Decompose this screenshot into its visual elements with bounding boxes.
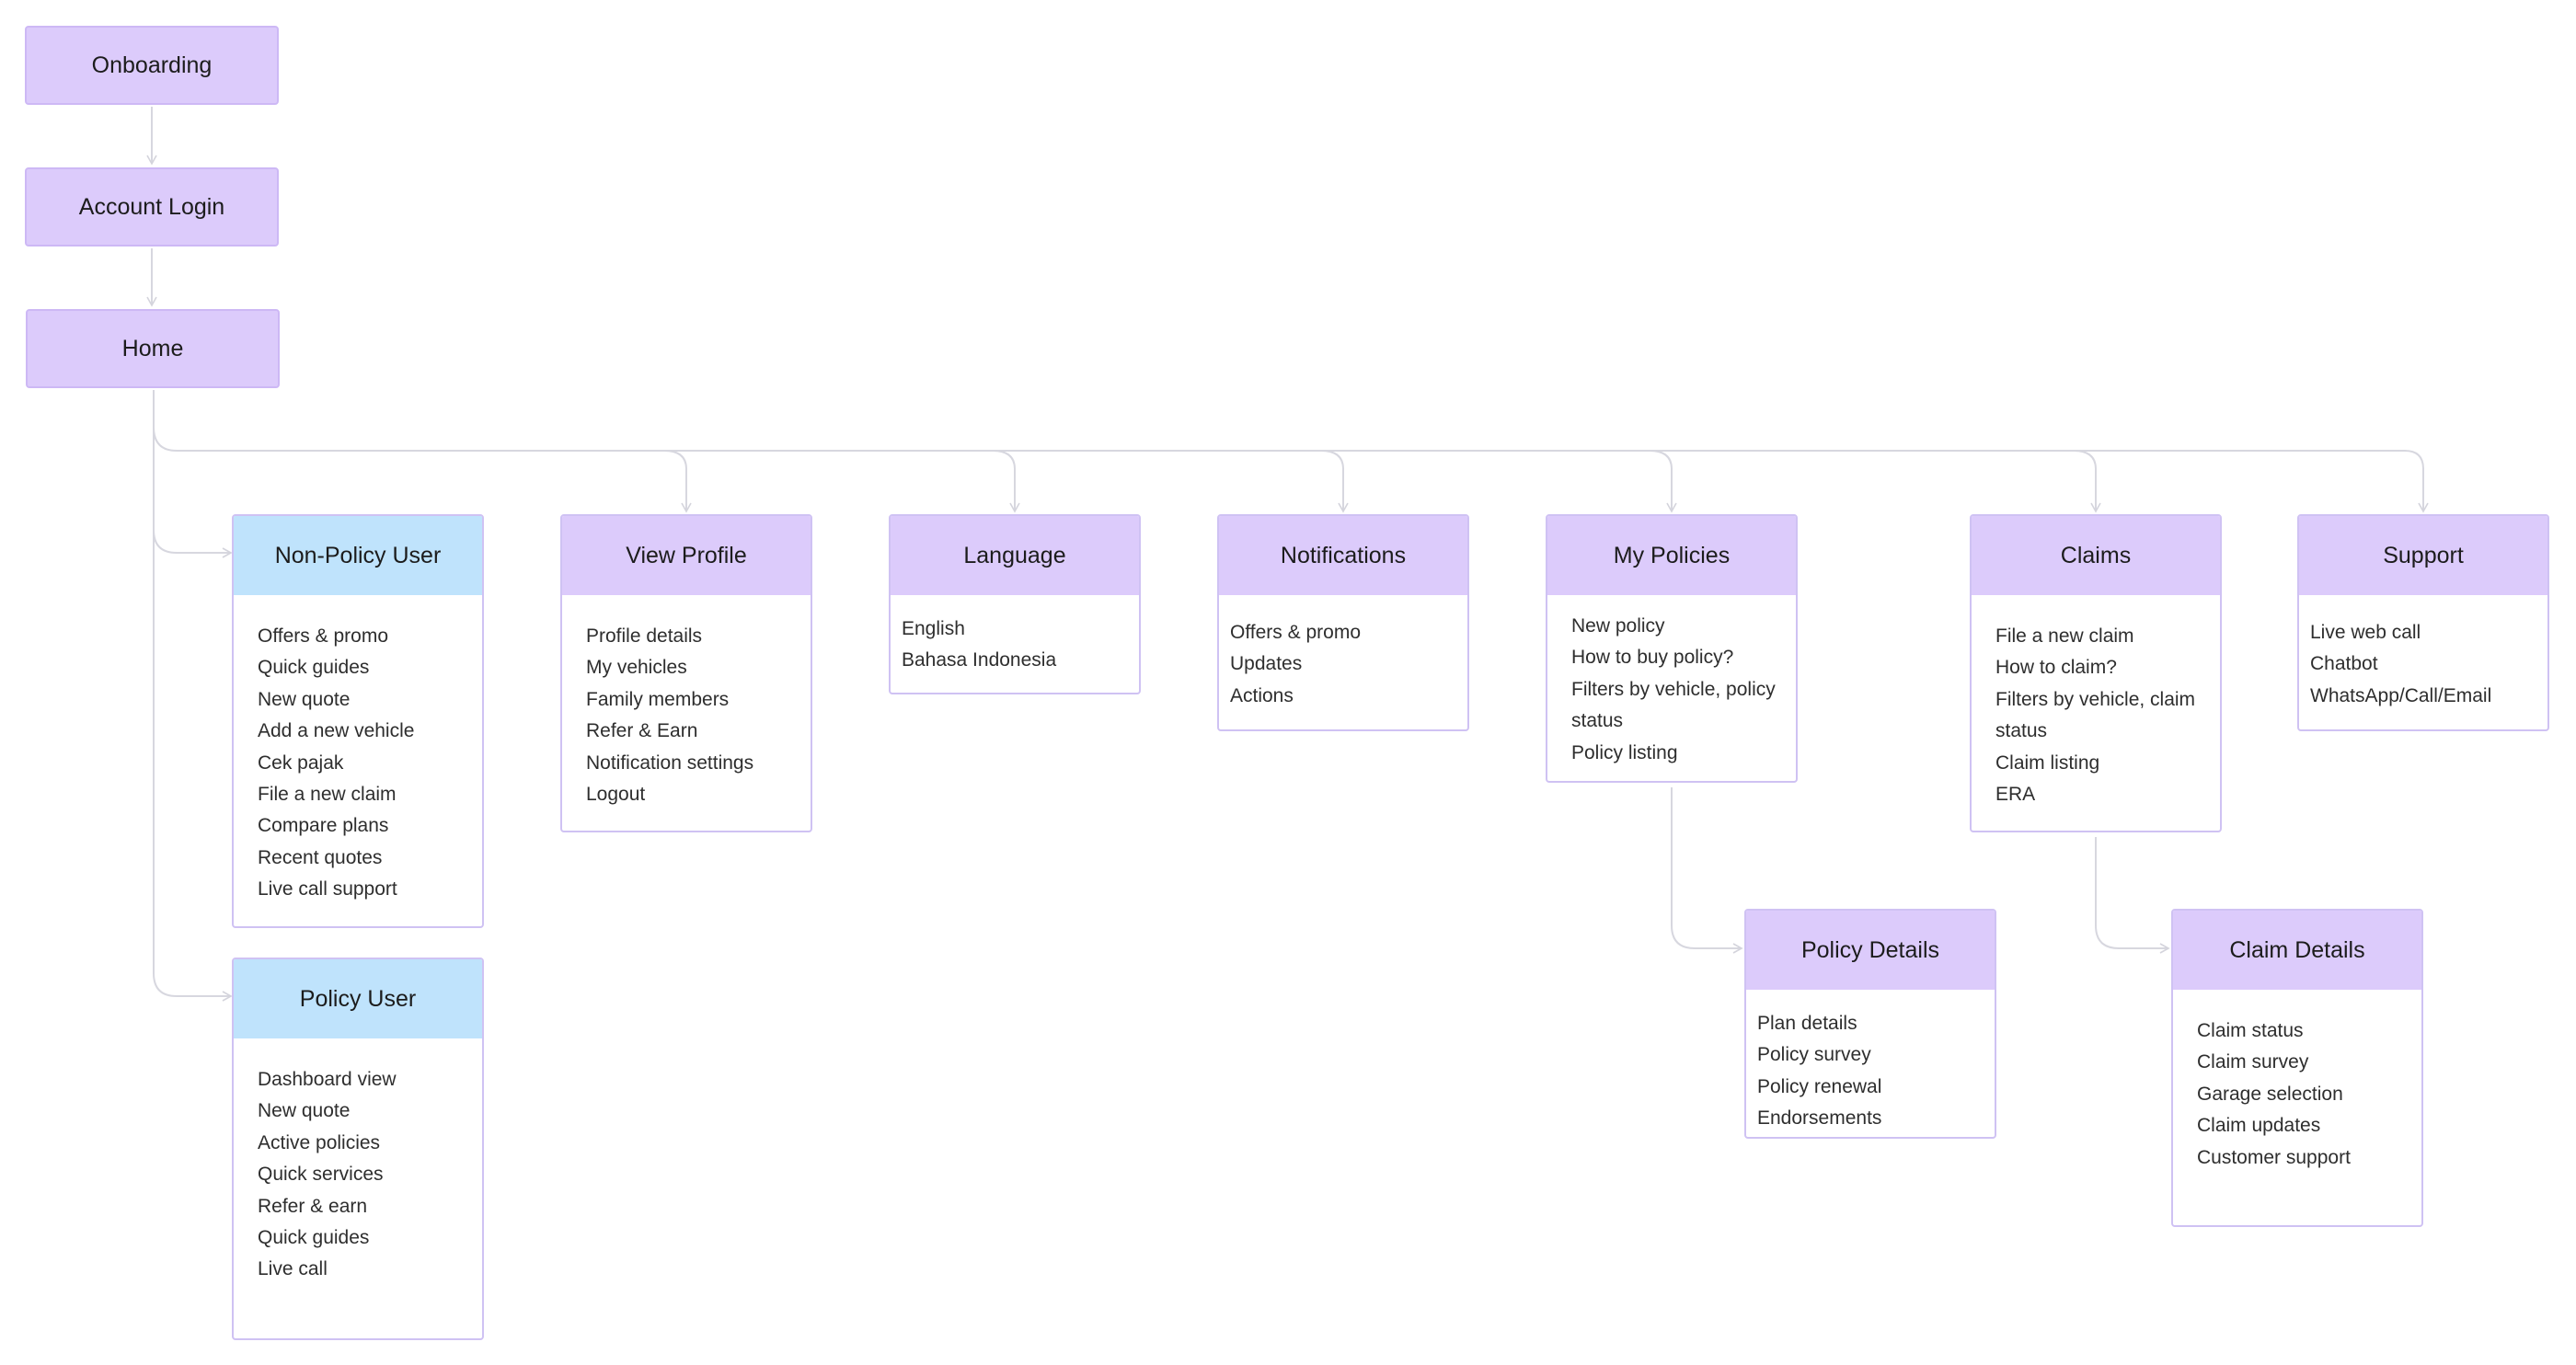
list-item: Compare plans [258,815,389,837]
list-item: English [902,618,965,639]
claim-details-title: Claim Details [2173,911,2421,990]
list-item: status [1571,710,1624,732]
home-node[interactable]: Home [26,309,280,388]
connector-home-trunk [153,390,233,1002]
policy-user-title: Policy User [234,959,482,1038]
list-item: Claim survey [2197,1051,2309,1073]
list-item: Claim updates [2197,1115,2321,1137]
onboarding-node[interactable]: Onboarding [25,26,279,105]
list-item: New policy [1571,615,1665,637]
notifications-title: Notifications [1219,516,1467,595]
support-card[interactable]: Support Live web call Chatbot WhatsApp/C… [2297,514,2549,731]
list-item: Quick services [258,1164,384,1186]
my-policies-title: My Policies [1547,516,1796,595]
view-profile-card[interactable]: View Profile Profile details My vehicles… [560,514,812,832]
connector-home-bus [153,426,2429,513]
list-item: Dashboard view [258,1069,397,1090]
list-item: Filters by vehicle, policy [1571,678,1776,700]
list-item: Recent quotes [258,846,383,868]
list-item: Chatbot [2310,653,2378,675]
view-profile-title: View Profile [562,516,811,595]
list-item: Plan details [1757,1013,1857,1034]
connector-claims-details [2095,837,2170,954]
connector-bus-notifications [1320,450,1349,513]
claim-details-card[interactable]: Claim Details Claim status Claim survey … [2171,909,2423,1227]
list-item: Quick guides [258,657,370,679]
list-item: File a new claim [1995,625,2134,647]
list-item: Filters by vehicle, claim [1995,688,2196,710]
support-title: Support [2299,516,2547,595]
policy-details-card[interactable]: Policy Details Plan details Policy surve… [1744,909,1996,1139]
list-item: Active policies [258,1131,381,1153]
list-item: Refer & earn [258,1195,368,1217]
list-item: Policy survey [1757,1044,1871,1066]
list-item: WhatsApp/Call/Email [2310,684,2492,706]
list-item: Customer support [2197,1146,2351,1168]
account-login-node[interactable]: Account Login [25,167,279,247]
list-item: Actions [1230,684,1294,706]
list-item: File a new claim [258,784,397,806]
language-title: Language [891,516,1139,595]
connector-bus-view-profile [663,450,692,513]
list-item: Garage selection [2197,1083,2343,1105]
list-item: Policy listing [1571,741,1678,763]
list-item: How to claim? [1995,657,2117,679]
list-item: Offers & promo [258,625,388,647]
policy-user-card[interactable]: Policy User Dashboard view New quote Act… [232,958,484,1340]
list-item: Cek pajak [258,751,344,774]
list-item: Policy renewal [1757,1075,1882,1097]
language-card[interactable]: Language English Bahasa Indonesia [889,514,1141,694]
list-item: Family members [586,688,730,710]
list-item: Live web call [2310,622,2421,643]
list-item: Claim listing [1995,751,2100,774]
notifications-card[interactable]: Notifications Offers & promo Updates Act… [1217,514,1469,731]
list-item: Live call [258,1258,328,1280]
connector-home-nonpolicy [153,529,233,558]
list-item: My vehicles [586,657,687,679]
list-item: Add a new vehicle [258,720,415,742]
list-item: Refer & Earn [586,720,698,742]
non-policy-user-title: Non-Policy User [234,516,482,595]
connector-policies-details [1671,787,1743,954]
list-item: Endorsements [1757,1107,1882,1130]
connector-bus-my-policies [1649,450,1677,513]
list-item: New quote [258,688,351,710]
list-item: Notification settings [586,751,754,774]
list-item: Quick guides [258,1227,370,1249]
list-item: Live call support [258,878,397,900]
list-item: ERA [1995,784,2036,806]
list-item: Claim status [2197,1020,2304,1041]
connector-bus-language [992,450,1020,513]
claims-card[interactable]: Claims File a new claim How to claim? Fi… [1970,514,2222,832]
list-item: Logout [586,784,646,806]
connector-bus-claims [2073,450,2101,513]
list-item: New quote [258,1100,351,1122]
list-item: Offers & promo [1230,622,1361,643]
my-policies-card[interactable]: My Policies New policy How to buy policy… [1546,514,1798,783]
list-item: Updates [1230,653,1303,675]
claims-title: Claims [1972,516,2220,595]
list-item: Bahasa Indonesia [902,649,1057,671]
list-item: status [1995,720,2048,742]
list-item: How to buy policy? [1571,647,1734,669]
list-item: Profile details [586,625,703,647]
policy-details-title: Policy Details [1746,911,1995,990]
non-policy-user-card[interactable]: Non-Policy User Offers & promo Quick gui… [232,514,484,928]
